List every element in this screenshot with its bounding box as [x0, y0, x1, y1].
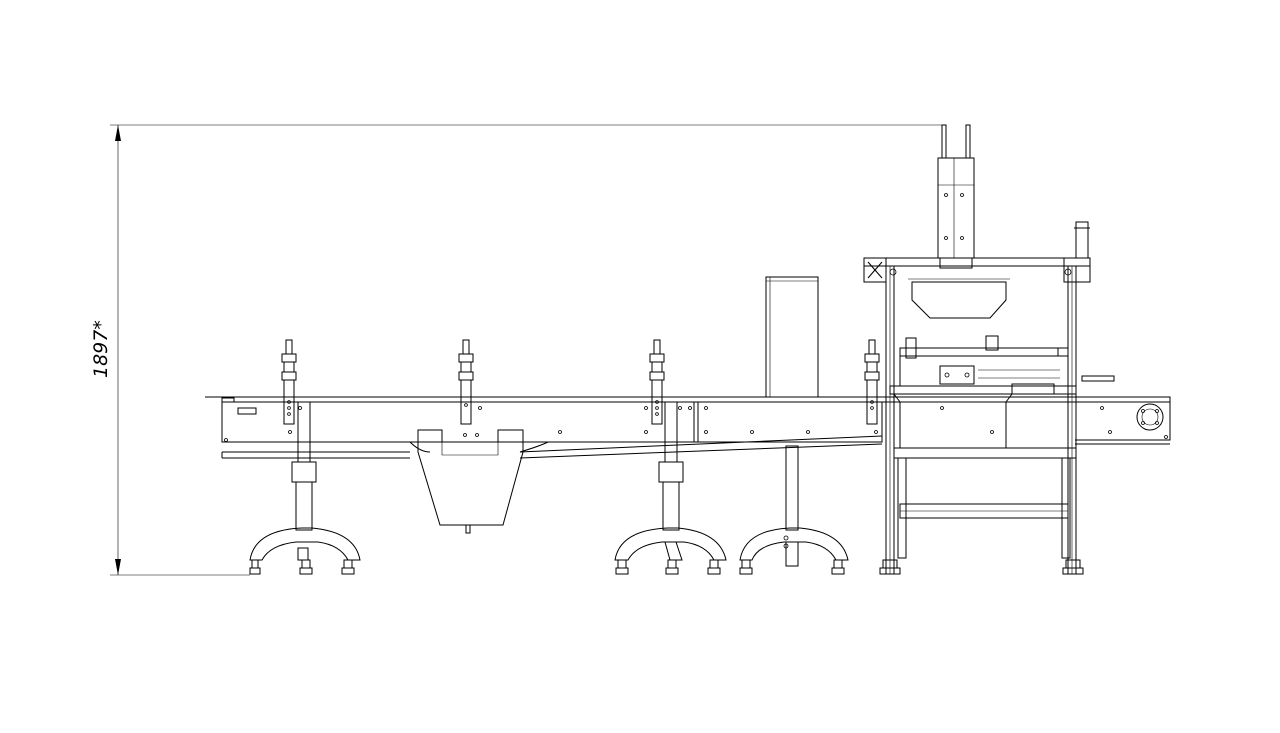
support-leg-2 [614, 401, 727, 575]
conveyor-beam-right [882, 375, 1171, 445]
sensor-plate [939, 365, 975, 385]
label-plate [237, 407, 257, 415]
dimension-arrow-top [115, 125, 121, 141]
guide-post-4 [864, 339, 880, 425]
enclosure-box [765, 276, 819, 398]
support-leg-3 [739, 445, 849, 575]
dimension-label: 1897* [90, 320, 112, 378]
guide-post-3 [649, 339, 665, 425]
support-leg-1 [249, 401, 361, 575]
guide-post-1 [281, 339, 297, 425]
guide-post-2 [458, 339, 474, 425]
machine-frame [863, 124, 1091, 575]
height-dimension: 1897* [90, 124, 942, 576]
dimension-arrow-bottom [115, 559, 121, 575]
conveyor-beam [205, 396, 883, 459]
drive-pulley [1136, 403, 1164, 431]
fasteners [224, 406, 1168, 442]
side-rail [1081, 375, 1115, 382]
hopper [417, 429, 524, 534]
